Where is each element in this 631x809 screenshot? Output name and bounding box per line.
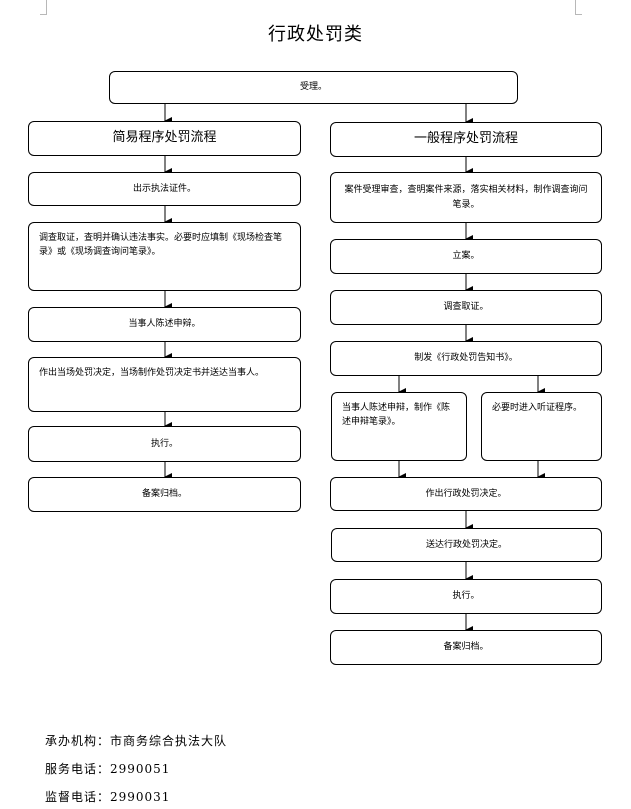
crop-mark-top-left	[40, 0, 47, 15]
simple-step-execute: 执行。	[28, 426, 301, 462]
simple-step-show-id: 出示执法证件。	[28, 172, 301, 206]
general-branch-hearing: 必要时进入听证程序。	[481, 392, 602, 461]
simple-step-archive: 备案归档。	[28, 477, 301, 512]
simple-step-investigate: 调查取证，查明并确认违法事实。必要时应填制《现场检查笔录》或《现场调查询问笔录》…	[28, 222, 301, 291]
simple-procedure-header: 简易程序处罚流程	[28, 121, 301, 156]
general-procedure-header: 一般程序处罚流程	[330, 122, 602, 157]
general-step-archive: 备案归档。	[330, 630, 602, 665]
step-accept: 受理。	[109, 71, 518, 104]
footer-supervision-phone: 监督电话：2990031	[45, 790, 171, 804]
footer-service-phone: 服务电话：2990051	[45, 762, 171, 776]
general-step-decision: 作出行政处罚决定。	[330, 477, 602, 511]
crop-mark-top-right	[575, 0, 582, 15]
general-step-deliver: 送达行政处罚决定。	[331, 528, 602, 562]
general-step-execute: 执行。	[330, 579, 602, 614]
general-step-review: 案件受理审查，查明案件来源，落实相关材料，制作调查询问笔录。	[330, 172, 602, 223]
general-step-notice: 制发《行政处罚告知书》。	[330, 341, 602, 376]
general-branch-statement: 当事人陈述申辩，制作《陈述申辩笔录》。	[331, 392, 467, 461]
general-step-register: 立案。	[330, 239, 602, 274]
footer-organization: 承办机构：市商务综合执法大队	[45, 734, 228, 748]
simple-step-decision: 作出当场处罚决定，当场制作处罚决定书并送达当事人。	[28, 357, 301, 412]
general-step-investigate: 调查取证。	[330, 290, 602, 325]
page-title: 行政处罚类	[268, 24, 363, 45]
simple-step-statement: 当事人陈述申辩。	[28, 307, 301, 342]
